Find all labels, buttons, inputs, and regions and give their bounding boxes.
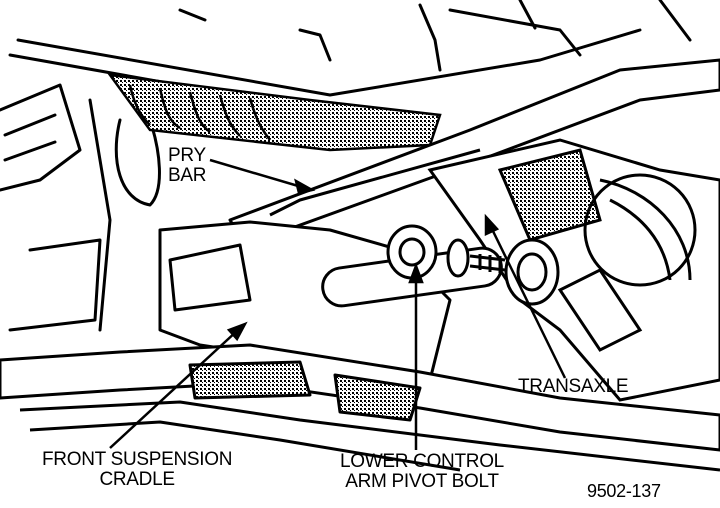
front-suspension-cradle <box>0 343 720 472</box>
lower-control-arm-pivot-bolt-label-line-1: LOWER CONTROL <box>340 451 504 472</box>
lower-control-arm-pivot-bolt-label: LOWER CONTROL ARM PIVOT BOLT <box>340 452 504 492</box>
front-suspension-cradle-label-line-1: FRONT SUSPENSION <box>42 449 233 470</box>
lower-control-arm-pivot-bolt-label-line-2: ARM PIVOT BOLT <box>345 471 499 492</box>
leader-lines <box>109 158 567 450</box>
pry-bar-label-line-2: BAR <box>168 165 207 186</box>
pry-bar-label: PRY BAR <box>168 146 206 186</box>
transaxle-housing <box>427 138 720 402</box>
front-suspension-cradle-label-line-2: CRADLE <box>99 469 175 490</box>
transaxle-label: TRANSAXLE <box>518 376 629 397</box>
front-suspension-cradle-label: FRONT SUSPENSION CRADLE <box>42 450 232 490</box>
figure-number: 9502-137 <box>587 481 661 501</box>
vehicle-body-outline <box>0 0 692 332</box>
pry-bar-label-line-1: PRY <box>168 145 206 166</box>
pry-bar-shape <box>228 58 720 247</box>
